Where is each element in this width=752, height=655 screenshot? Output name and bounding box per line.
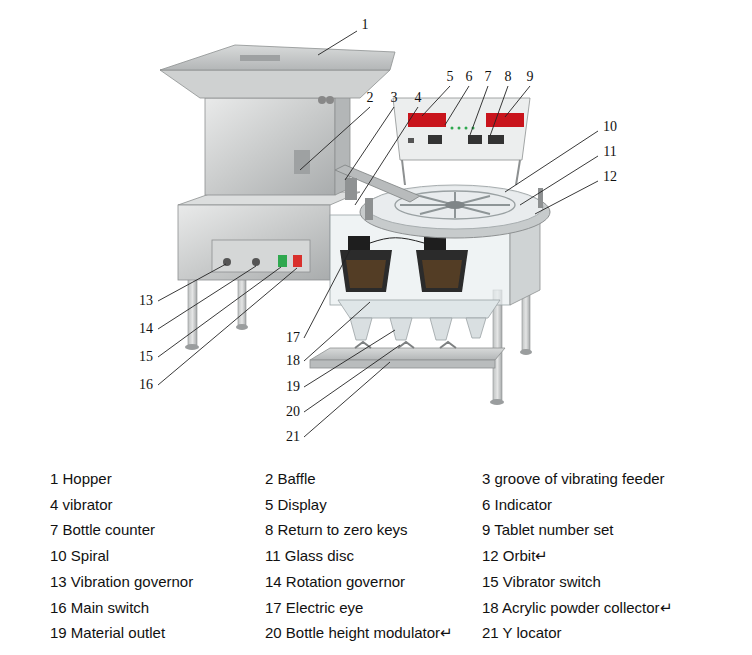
callout-number: 2 bbox=[367, 90, 374, 106]
part-name: 7 Bottle counter bbox=[50, 521, 155, 539]
callout-number: 5 bbox=[447, 69, 454, 85]
callout-number: 6 bbox=[466, 69, 473, 85]
callout-number: 20 bbox=[286, 404, 300, 420]
part-name: 5 Display bbox=[265, 496, 327, 514]
callout-number: 16 bbox=[139, 377, 153, 393]
callout-number: 11 bbox=[603, 144, 616, 160]
callout-number: 12 bbox=[603, 169, 617, 185]
part-name: 2 Baffle bbox=[265, 470, 316, 488]
callout-number: 17 bbox=[286, 330, 300, 346]
part-name: 10 Spiral bbox=[50, 547, 109, 565]
part-name: 15 Vibrator switch bbox=[482, 573, 601, 591]
part-name: 9 Tablet number set bbox=[482, 521, 613, 539]
part-name: 1 Hopper bbox=[50, 470, 112, 488]
part-name: 11 Glass disc bbox=[265, 547, 354, 565]
part-name: 16 Main switch bbox=[50, 599, 149, 617]
callout-number: 14 bbox=[139, 321, 153, 337]
part-name: 6 Indicator bbox=[482, 496, 552, 514]
part-name: 20 Bottle height modulator↵ bbox=[265, 624, 453, 642]
callout-number: 15 bbox=[139, 349, 153, 365]
part-name: 19 Material outlet bbox=[50, 624, 165, 642]
callout-number: 3 bbox=[391, 90, 398, 106]
callout-number: 9 bbox=[527, 69, 534, 85]
callout-number: 7 bbox=[485, 69, 492, 85]
part-name: 3 groove of vibrating feeder bbox=[482, 470, 665, 488]
callout-number: 18 bbox=[286, 353, 300, 369]
callout-number: 4 bbox=[415, 90, 422, 106]
part-name: 18 Acrylic powder collector↵ bbox=[482, 599, 673, 617]
part-name: 12 Orbit↵ bbox=[482, 547, 548, 565]
part-name: 8 Return to zero keys bbox=[265, 521, 408, 539]
callout-number: 13 bbox=[139, 293, 153, 309]
callout-number: 1 bbox=[362, 17, 369, 33]
part-name: 4 vibrator bbox=[50, 496, 113, 514]
part-name: 14 Rotation governor bbox=[265, 573, 405, 591]
part-name: 17 Electric eye bbox=[265, 599, 363, 617]
callout-number: 21 bbox=[286, 429, 300, 445]
part-name: 13 Vibration governor bbox=[50, 573, 193, 591]
part-name: 21 Y locator bbox=[482, 624, 562, 642]
callout-number: 19 bbox=[286, 379, 300, 395]
callout-number: 10 bbox=[603, 119, 617, 135]
callout-number: 8 bbox=[505, 69, 512, 85]
